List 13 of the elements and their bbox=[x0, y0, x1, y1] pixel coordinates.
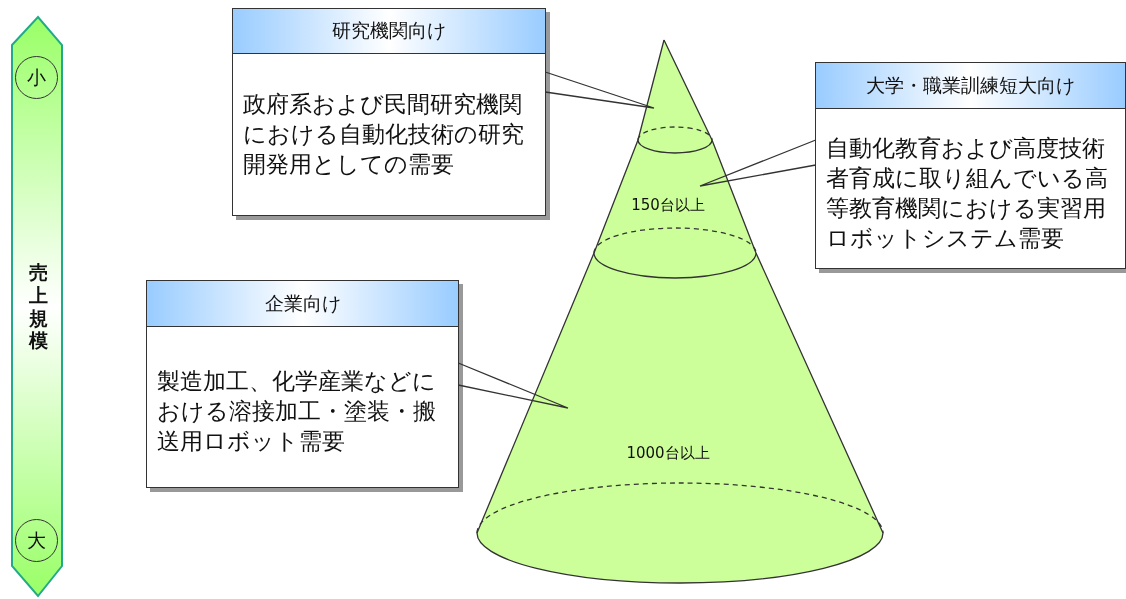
box-heading: 企業向け bbox=[147, 281, 458, 327]
box-text: 自動化教育および高度技術者育成に取り組んでいる高等教育機関における実習用ロボットシステム需要 bbox=[826, 134, 1108, 253]
box-heading: 研究機関向け bbox=[233, 9, 545, 54]
quantity-label: 1000台以上 bbox=[626, 443, 710, 463]
scale-bar bbox=[10, 15, 66, 599]
quantity-label: 150台以上 bbox=[631, 195, 705, 215]
callout-pointer bbox=[699, 139, 817, 187]
box-text: 政府系および民間研究機関における自動化技術の研究開発用としての需要 bbox=[243, 90, 525, 179]
axis-title: 売上規模 bbox=[28, 261, 48, 353]
callout-pointer bbox=[457, 362, 569, 409]
box-text: 製造加工、化学産業などにおける溶接加工・塗装・搬送用ロボット需要 bbox=[157, 367, 437, 456]
box-heading: 大学・職業訓練短大向け bbox=[816, 63, 1125, 109]
callout-pointer bbox=[544, 71, 655, 109]
